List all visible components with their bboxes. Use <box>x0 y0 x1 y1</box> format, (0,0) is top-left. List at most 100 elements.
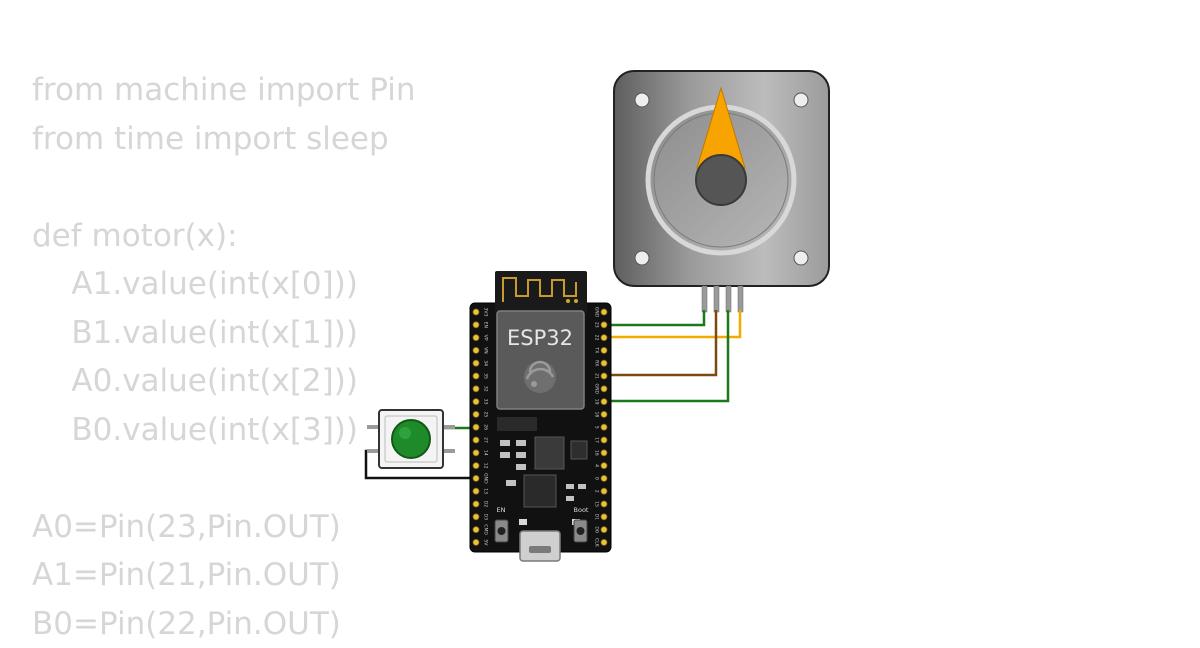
esp32-pin-label: CMD <box>483 524 489 535</box>
esp32-pin-label: 17 <box>594 437 600 443</box>
esp32-pin-label: CLK <box>594 538 600 548</box>
esp32-pin-left[interactable] <box>473 488 479 494</box>
esp32-pin-label: GND <box>483 473 489 484</box>
esp32-pin-right[interactable] <box>601 411 607 417</box>
esp32-pin-label: 5V <box>483 539 489 546</box>
esp32-pin-left[interactable] <box>473 399 479 405</box>
esp32-smd <box>497 417 537 431</box>
esp32-pin-label: 22 <box>594 335 600 341</box>
esp32-pin-left[interactable] <box>473 539 479 545</box>
esp32-pin-left[interactable] <box>473 463 479 469</box>
esp32-pin-label: 23 <box>594 322 600 328</box>
wire-pin21[interactable] <box>603 310 716 375</box>
esp32-usb-chip <box>524 475 556 507</box>
esp32-pin-label: 16 <box>594 450 600 456</box>
esp32-pin-right[interactable] <box>601 399 607 405</box>
esp32-pin-label: GND <box>594 384 600 395</box>
esp32-pin-label: 3V3 <box>483 308 489 317</box>
esp32-pin-label: 27 <box>483 437 489 443</box>
push-button-cap[interactable] <box>392 420 430 458</box>
esp32-pin-label: 25 <box>483 411 489 417</box>
esp32-pin-label: 4 <box>594 464 600 467</box>
stepper-motor[interactable] <box>614 71 829 312</box>
esp32-pin-left[interactable] <box>473 527 479 533</box>
esp32-pin-right[interactable] <box>601 386 607 392</box>
esp32-pin-left[interactable] <box>473 475 479 481</box>
esp32-pin-left[interactable] <box>473 386 479 392</box>
esp32-antenna-dot <box>566 299 570 303</box>
esp32-pin-left[interactable] <box>473 347 479 353</box>
esp32-smd <box>500 440 510 446</box>
wire-pin23[interactable] <box>603 310 704 325</box>
esp32-pin-right[interactable] <box>601 488 607 494</box>
esp32-pin-label: VP <box>483 335 489 341</box>
esp32-pin-right[interactable] <box>601 322 607 328</box>
esp32-pin-label: D3 <box>483 514 489 521</box>
esp32-smd <box>566 484 574 489</box>
esp32-pin-right[interactable] <box>601 463 607 469</box>
esp32-pin-left[interactable] <box>473 450 479 456</box>
esp32-pin-left[interactable] <box>473 501 479 507</box>
esp32-pin-left[interactable] <box>473 437 479 443</box>
esp32-pin-label: 21 <box>594 373 600 379</box>
esp32-pin-right[interactable] <box>601 360 607 366</box>
esp32-led <box>519 519 527 525</box>
esp32-pin-left[interactable] <box>473 424 479 430</box>
esp32-pin-right[interactable] <box>601 347 607 353</box>
esp32-boot-button-cap <box>577 527 585 535</box>
esp32-smd <box>516 464 526 470</box>
esp32-pin-right[interactable] <box>601 501 607 507</box>
esp32-pin-left[interactable] <box>473 373 479 379</box>
esp32-pin-label: TX <box>594 346 600 353</box>
stepper-mount-hole <box>794 93 808 107</box>
esp32-pin-left[interactable] <box>473 514 479 520</box>
esp32-pin-right[interactable] <box>601 475 607 481</box>
esp32-smd <box>516 452 526 458</box>
esp32-pin-label: D0 <box>594 526 600 533</box>
esp32-pin-label: 32 <box>483 386 489 392</box>
esp32-pin-label: RX <box>594 360 600 366</box>
esp32-pin-right[interactable] <box>601 309 607 315</box>
stepper-mount-hole <box>794 251 808 265</box>
esp32-pin-label: 33 <box>483 399 489 405</box>
esp32-en-label: EN <box>497 506 506 514</box>
esp32-pin-left[interactable] <box>473 335 479 341</box>
esp32-pin-label: 13 <box>483 488 489 494</box>
esp32-pin-left[interactable] <box>473 322 479 328</box>
stepper-pin <box>726 286 731 312</box>
esp32-pin-label: D2 <box>483 501 489 508</box>
esp32-pin-label: EN <box>483 322 489 328</box>
esp32-pin-label: 19 <box>594 399 600 405</box>
esp32-pin-right[interactable] <box>601 373 607 379</box>
esp32-pin-right[interactable] <box>601 514 607 520</box>
esp32-pin-right[interactable] <box>601 335 607 341</box>
wire-pin22[interactable] <box>603 310 740 337</box>
esp32-pin-label: 12 <box>483 463 489 469</box>
esp32-pin-right[interactable] <box>601 450 607 456</box>
esp32-smd <box>566 496 574 501</box>
esp32-pin-right[interactable] <box>601 424 607 430</box>
esp32-pin-label: 35 <box>483 373 489 379</box>
wire-pin19[interactable] <box>603 310 728 401</box>
esp32-pin-right[interactable] <box>601 527 607 533</box>
esp32-pin-right[interactable] <box>601 539 607 545</box>
esp32-pin-right[interactable] <box>601 437 607 443</box>
push-button[interactable] <box>367 410 455 468</box>
stepper-mount-hole <box>635 251 649 265</box>
esp32-pin-left[interactable] <box>473 411 479 417</box>
stepper-mount-hole <box>635 93 649 107</box>
esp32-pin-label: 5 <box>594 426 600 429</box>
esp32-pin-label: 18 <box>594 411 600 417</box>
esp32-pin-left[interactable] <box>473 309 479 315</box>
esp32-pin-label: 26 <box>483 424 489 430</box>
esp32-regulator <box>535 437 564 469</box>
push-button-cap-highlight <box>399 427 411 439</box>
stepper-shaft <box>696 155 746 205</box>
esp32-smd <box>500 452 510 458</box>
esp32-pin-label: D1 <box>594 514 600 521</box>
stepper-pin <box>702 286 707 312</box>
espressif-logo-icon <box>524 361 556 393</box>
esp32-smd <box>571 441 587 459</box>
esp32-pin-left[interactable] <box>473 360 479 366</box>
